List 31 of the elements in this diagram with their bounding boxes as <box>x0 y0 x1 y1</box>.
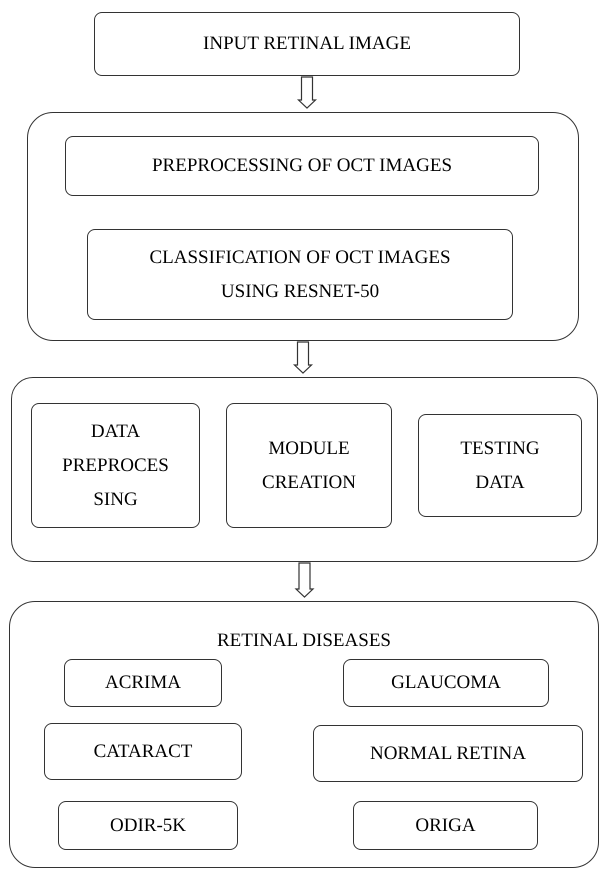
process-box <box>94 12 520 76</box>
process-box <box>418 414 582 517</box>
box-text: GLAUCOMA <box>391 671 501 695</box>
process-box <box>226 403 392 528</box>
group-box <box>11 377 598 562</box>
box-text: PREPROCESSING OF OCT IMAGES <box>152 154 452 178</box>
box-text: CLASSIFICATION OF OCT IMAGES USING RESNET-50 <box>148 246 452 304</box>
box-text: DATA PREPROCESSING <box>62 420 169 512</box>
process-box <box>343 659 549 707</box>
process-box <box>65 136 539 196</box>
group-box <box>9 601 599 868</box>
process-box <box>44 723 242 780</box>
process-box <box>353 801 538 850</box>
box-text: INPUT RETINAL IMAGE <box>203 32 411 56</box>
process-box <box>31 403 200 528</box>
box-text: MODULE CREATION <box>261 436 357 494</box>
process-box <box>87 229 513 320</box>
block-arrow <box>294 562 315 598</box>
block-arrow <box>296 76 318 109</box>
group-box <box>27 112 579 341</box>
box-text: ODIR-5K <box>110 814 186 838</box>
box-text: TESTING DATA <box>459 436 541 494</box>
block-arrow <box>292 341 314 374</box>
process-box <box>58 801 238 850</box>
process-box <box>313 725 583 782</box>
process-box <box>64 659 222 707</box>
box-text: NORMAL RETINA <box>370 742 526 766</box>
box-text: ORIGA <box>415 814 476 838</box>
group-heading: RETINAL DISEASES <box>216 629 392 653</box>
box-text: ACRIMA <box>104 671 181 695</box>
box-text: CATARACT <box>94 740 192 764</box>
